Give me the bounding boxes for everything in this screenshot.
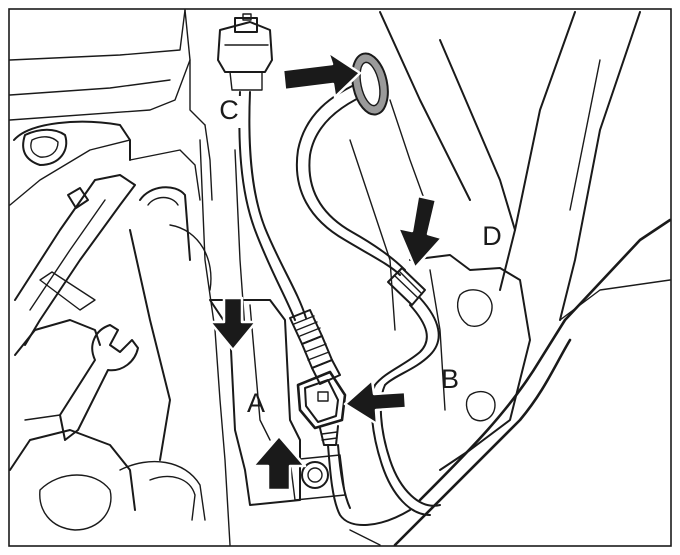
arrow-left-to-connector xyxy=(343,378,408,426)
arrow-right-to-grommet xyxy=(281,50,362,99)
callout-c-backdrop xyxy=(212,96,246,128)
arrow-down-a-upper xyxy=(208,296,258,352)
callout-b: B xyxy=(441,364,459,394)
callout-d: D xyxy=(482,221,502,251)
callout-a: A xyxy=(247,388,265,418)
top-connector-c xyxy=(217,13,273,91)
body-panel-outline xyxy=(9,9,672,547)
arrow-up-a-lower xyxy=(251,434,307,492)
connector-a-plug xyxy=(296,359,411,526)
arrow-down-to-clip xyxy=(396,194,444,270)
grommet xyxy=(351,52,389,116)
callout-c: C xyxy=(219,95,239,125)
